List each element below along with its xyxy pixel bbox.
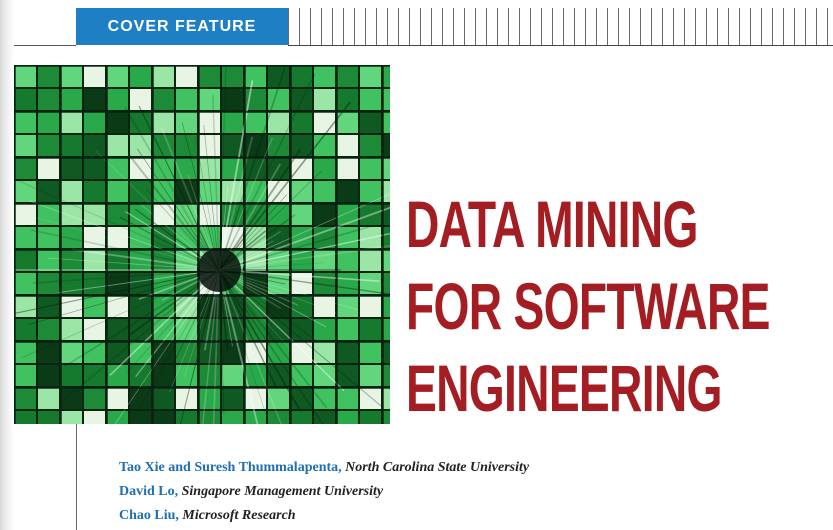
author-list: Tao Xie and Suresh Thummalapenta, North …	[119, 456, 529, 528]
author-affiliation: North Carolina State University	[345, 460, 530, 475]
title-line-1: DATA MINING	[406, 187, 698, 261]
author-line-2: David Lo, Singapore Management Universit…	[119, 480, 529, 504]
author-names: Chao Liu,	[119, 508, 179, 523]
header-rule	[14, 45, 76, 46]
author-affiliation: Microsoft Research	[182, 508, 296, 523]
author-line-1: Tao Xie and Suresh Thummalapenta, North …	[119, 456, 529, 480]
cover-image	[14, 65, 390, 424]
header-tick-ruler	[288, 8, 833, 46]
column-rule	[76, 424, 77, 530]
article-title: DATA MINING FOR SOFTWARE ENGINEERING	[406, 183, 833, 429]
cover-feature-tab: COVER FEATURE	[76, 8, 288, 45]
green-grid-art-icon	[14, 65, 390, 424]
page-edge-shadow	[0, 0, 14, 530]
author-line-3: Chao Liu, Microsoft Research	[119, 504, 529, 528]
section-label: COVER FEATURE	[107, 17, 257, 35]
author-names: David Lo,	[119, 484, 179, 499]
title-line-3: ENGINEERING	[406, 351, 722, 425]
title-line-2: FOR SOFTWARE	[406, 269, 770, 343]
author-names: Tao Xie and Suresh Thummalapenta,	[119, 460, 342, 475]
author-affiliation: Singapore Management University	[181, 484, 384, 499]
